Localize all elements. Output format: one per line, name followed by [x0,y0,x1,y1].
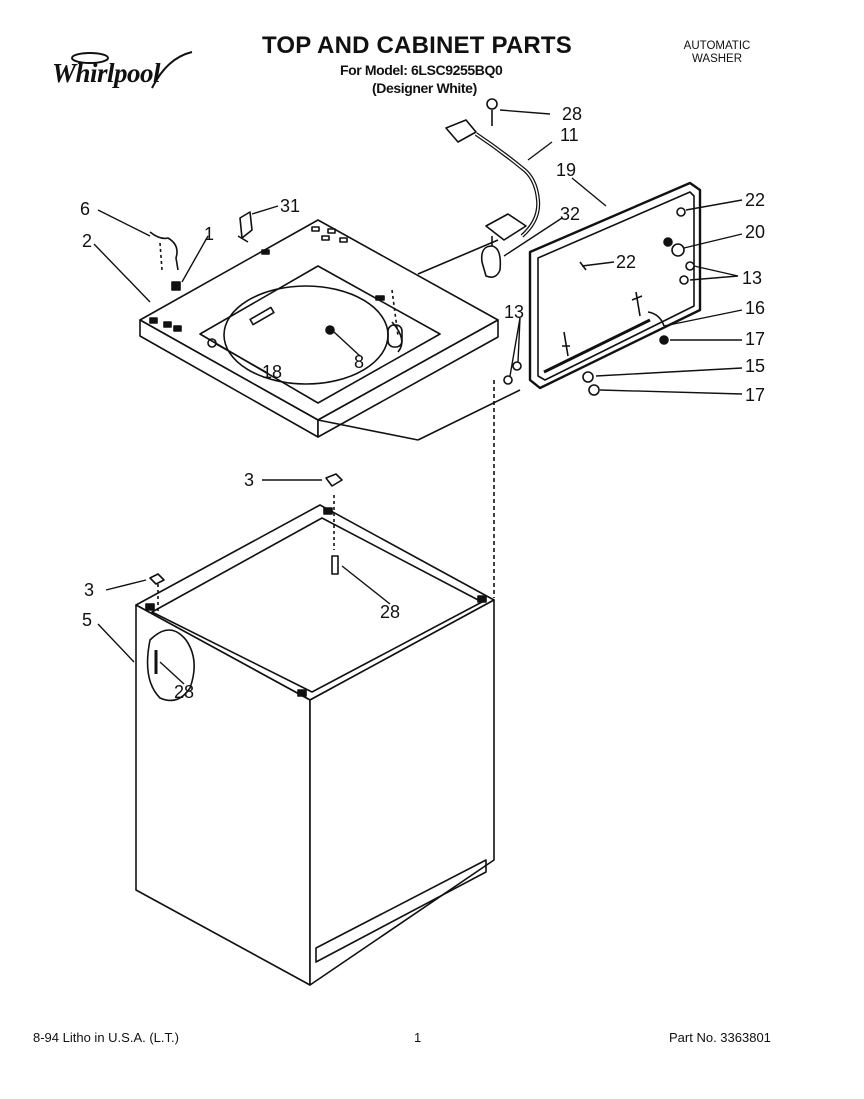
product-type: AUTOMATIC WASHER [676,40,758,66]
cabinet-part-5 [135,473,495,986]
callout-5: 5 [82,610,92,630]
callout-16: 16 [745,298,765,318]
part-6-clip [149,231,179,271]
product-type-line-1: AUTOMATIC [683,40,751,52]
callout-32: 32 [560,204,580,224]
part-1-clip [171,281,181,291]
callout-22-lid: 22 [616,252,636,272]
screw-part-8 [325,325,335,335]
callout-13-left: 13 [504,302,524,322]
callout-19: 19 [556,160,576,180]
callout-6: 6 [80,199,90,219]
callout-13-right: 13 [742,268,762,288]
print-info: 8-94 Litho in U.S.A. (L.T.) [33,1030,179,1045]
whirlpool-logo: Whirlpool [52,48,202,98]
lid-switch-harness [445,119,541,248]
callout-2: 2 [82,231,92,251]
callout-20: 20 [745,222,765,242]
callout-labels: 28 11 19 22 6 31 32 1 2 22 20 13 16 13 1… [80,104,765,702]
callout-18: 18 [262,362,282,382]
callout-17-upper: 17 [745,329,765,349]
callout-1: 1 [204,224,214,244]
callout-28-cabinet: 28 [380,602,400,622]
page-title: TOP AND CABINET PARTS [262,32,573,59]
model-variant: (Designer White) [372,80,477,96]
callout-31: 31 [280,196,300,216]
callout-28-top: 28 [562,104,582,124]
product-type-line-2: WASHER [691,53,743,65]
part-32-actuator [480,245,502,278]
callout-8: 8 [354,352,364,372]
callout-28-cutaway: 28 [174,682,194,702]
part-31-clip [239,211,253,239]
callout-3-top: 3 [244,470,254,490]
callout-15: 15 [745,356,765,376]
leader-lines [93,109,743,685]
callout-22-right: 22 [745,190,765,210]
part-number: Part No. 3363801 [669,1030,771,1045]
page-number: 1 [414,1030,422,1045]
lid-part-19 [528,181,702,390]
callout-3-left: 3 [84,580,94,600]
callout-17-lower: 17 [745,385,765,405]
brand-wordmark: Whirlpool [52,58,161,88]
callout-11: 11 [560,125,579,145]
top-panel [139,219,499,438]
model-number: For Model: 6LSC9255BQ0 [340,62,503,78]
logo-swirl-icon [71,51,193,89]
